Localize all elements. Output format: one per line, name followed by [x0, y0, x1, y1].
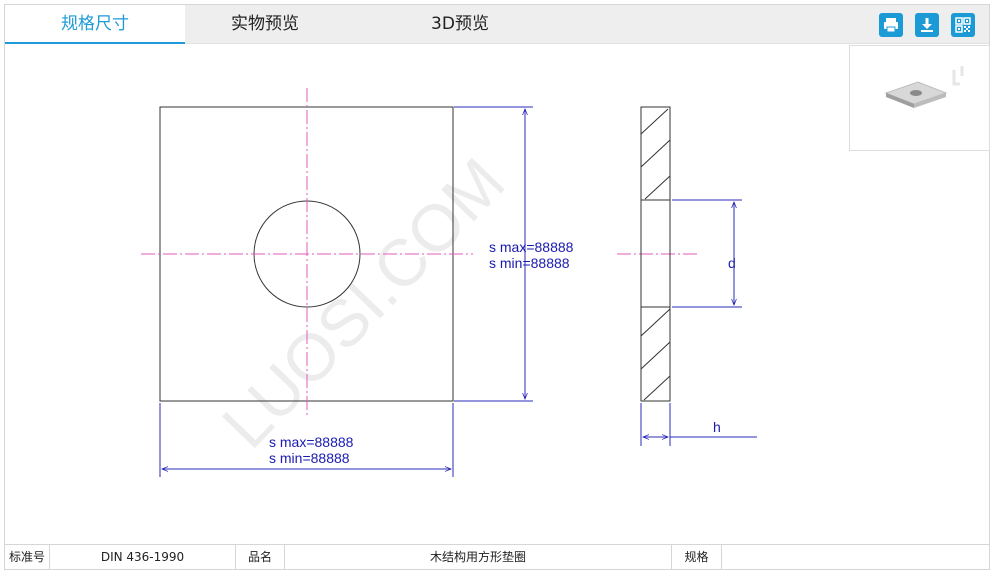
- standard-label: 标准号: [5, 545, 50, 569]
- print-button[interactable]: [879, 13, 903, 37]
- tab-bar: 规格尺寸 实物预览 3D预览: [5, 5, 989, 44]
- tab-3d-preview[interactable]: 3D预览: [431, 14, 489, 34]
- spec-footer: 标准号 DIN 436-1990 品名 木结构用方形垫圈 规格: [5, 544, 989, 569]
- d-label: d: [728, 255, 736, 271]
- download-button[interactable]: [915, 13, 939, 37]
- dimension-d: [672, 199, 742, 308]
- standard-value: DIN 436-1990: [50, 545, 236, 569]
- washer-3d-image: [884, 66, 964, 108]
- s-side-min-label: s min=88888: [489, 255, 570, 271]
- dimension-s-side: [454, 106, 533, 402]
- print-icon: [884, 18, 898, 33]
- watermark: LUOSI.COM: [208, 144, 519, 462]
- 3d-thumbnail[interactable]: [849, 45, 990, 151]
- spec-value: [722, 545, 990, 569]
- qrcode-button[interactable]: [951, 13, 975, 37]
- tab-photo-preview[interactable]: 实物预览: [231, 14, 299, 34]
- product-name-value: 木结构用方形垫圈: [285, 545, 672, 569]
- product-name-label: 品名: [236, 545, 285, 569]
- technical-drawing: LUOSI.COM s max=88888 s min=88888 s max=…: [141, 88, 757, 477]
- s-bottom-max-label: s max=88888: [269, 434, 354, 450]
- tab-spec-dimensions[interactable]: 规格尺寸: [5, 5, 185, 44]
- dimension-h: [640, 403, 757, 446]
- app-frame: 规格尺寸 实物预览 3D预览: [4, 4, 990, 570]
- centerlines: [141, 88, 697, 418]
- washer-side-section: [640, 106, 671, 402]
- s-bottom-min-label: s min=88888: [269, 450, 350, 466]
- s-side-max-label: s max=88888: [489, 239, 574, 255]
- qrcode-icon: [955, 17, 971, 33]
- dimension-s-bottom: [159, 403, 454, 477]
- download-icon: [921, 18, 933, 32]
- spec-label: 规格: [672, 545, 722, 569]
- h-label: h: [713, 419, 721, 435]
- brand-logo-icon: [952, 66, 964, 86]
